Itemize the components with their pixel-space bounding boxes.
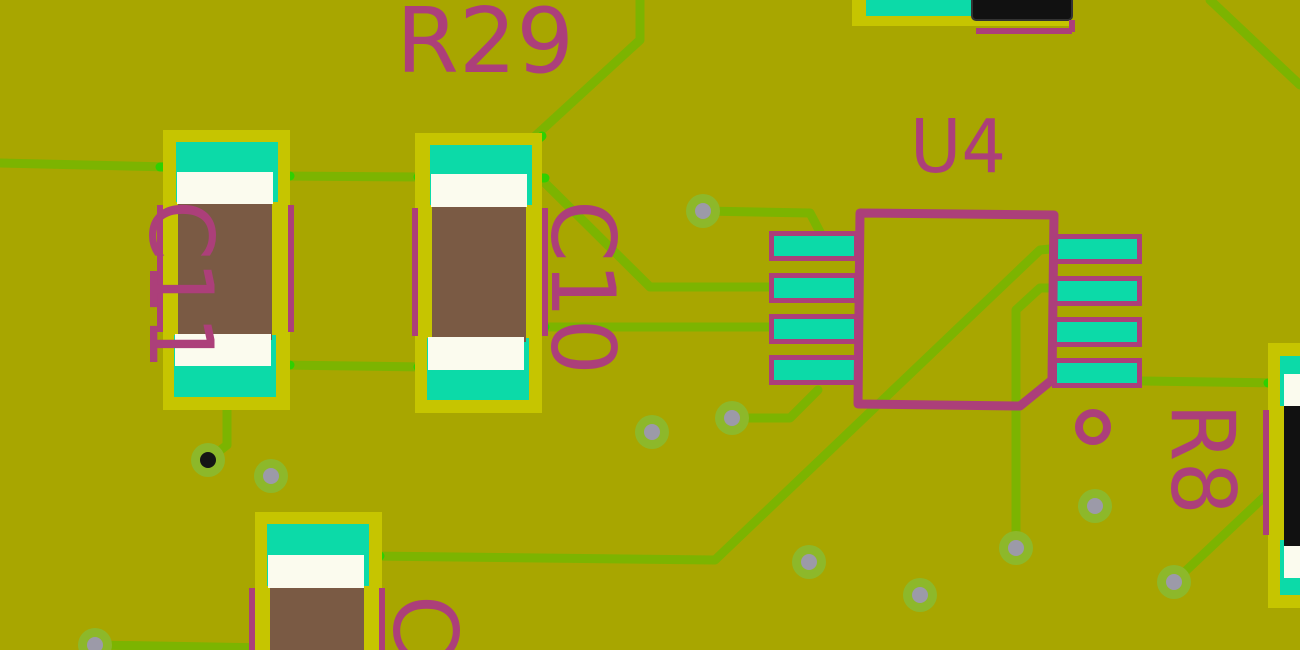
via (1078, 489, 1112, 523)
trace (727, 385, 823, 423)
via (686, 194, 720, 228)
trace (515, 0, 645, 155)
capacitor-bottom[interactable] (249, 512, 385, 650)
ref-c-partial: C (373, 595, 476, 650)
vias (78, 194, 1191, 650)
trace (90, 640, 275, 650)
cap-end (428, 337, 524, 370)
res-end (1284, 546, 1300, 578)
pad (866, 0, 976, 16)
ref-u4: U4 (910, 104, 1006, 190)
u4-right-pads (1052, 234, 1142, 388)
capacitor-c11[interactable] (157, 130, 294, 410)
res-end (1284, 374, 1300, 406)
capacitor-c10[interactable] (412, 133, 548, 413)
trace (1135, 376, 1285, 388)
cap-body (270, 580, 364, 650)
via (635, 415, 669, 449)
silkscreen-labels: R29 U4 C11 C10 R8 C (129, 0, 1254, 650)
cap-end (431, 174, 527, 207)
trace (0, 158, 175, 172)
ref-r29: R29 (396, 0, 574, 94)
via (715, 401, 749, 435)
trace (535, 173, 780, 292)
via (903, 578, 937, 612)
via (254, 459, 288, 493)
cap-end (268, 555, 364, 588)
cap-body (178, 198, 272, 340)
via (999, 531, 1033, 565)
trace (275, 360, 430, 372)
smd-part-icon (971, 0, 1073, 21)
ref-r8: R8 (1151, 403, 1254, 515)
u4-left-pads (769, 231, 859, 385)
trace (698, 206, 825, 237)
cap-end (175, 334, 271, 366)
trace (1205, 0, 1300, 90)
via (191, 443, 225, 477)
via (78, 628, 112, 650)
trace (275, 171, 430, 182)
cap-end (177, 172, 273, 204)
ref-c11: C11 (129, 200, 232, 370)
ic-u4[interactable] (769, 208, 1142, 411)
cap-body (432, 200, 526, 342)
msop8-ic-icon (853, 208, 1059, 411)
pin1-marker-icon (1075, 409, 1111, 445)
smd-resistor-icon (1284, 400, 1300, 548)
via (792, 545, 826, 579)
resistor-r8[interactable] (1263, 343, 1300, 608)
via (1157, 565, 1191, 599)
ref-c10: C10 (531, 200, 634, 375)
top-part[interactable] (852, 0, 1075, 34)
